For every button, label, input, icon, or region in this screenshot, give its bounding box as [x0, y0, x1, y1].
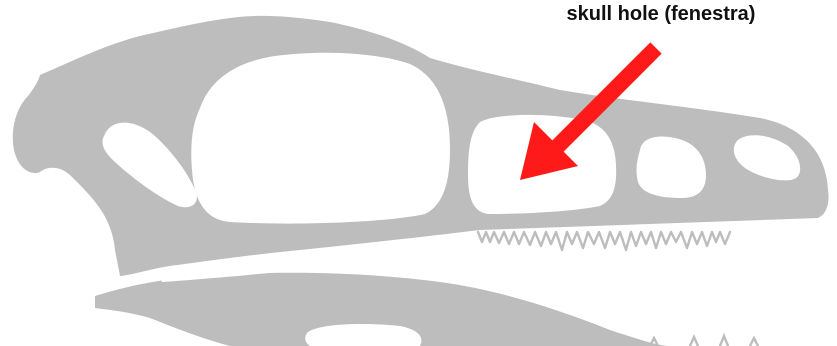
skull-silhouette	[13, 16, 829, 346]
tooth-row-upper	[478, 232, 730, 250]
mandibular-fenestra	[305, 324, 421, 346]
orbit-opening	[191, 53, 450, 224]
upper-teeth	[478, 232, 730, 250]
fenestra-label: skull hole (fenestra)	[567, 3, 756, 25]
